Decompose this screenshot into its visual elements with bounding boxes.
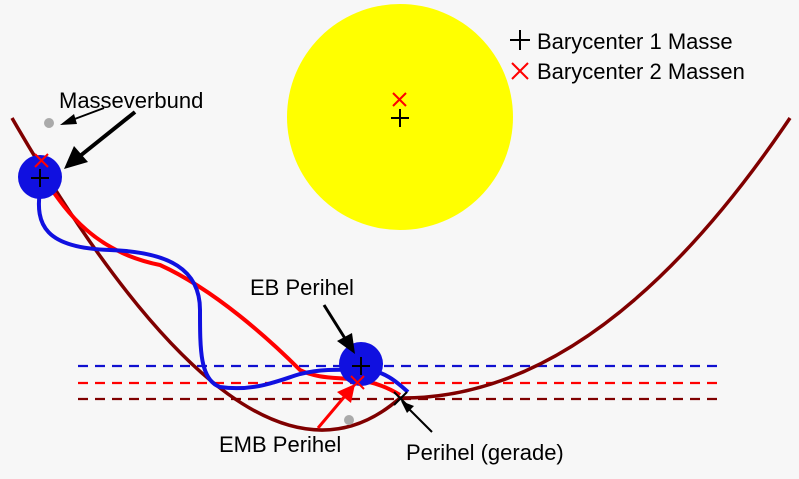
earth-perihel-barycenter-one-mass-icon xyxy=(352,357,370,375)
perihel-straight-arrow xyxy=(401,401,433,433)
legend-x-icon xyxy=(511,62,529,80)
masseverbund-label: Masseverbund xyxy=(59,88,203,113)
eb-perihel-arrow xyxy=(322,304,355,354)
perihel-straight-label: Perihel (gerade) xyxy=(406,440,564,465)
legend-two-masses-label: Barycenter 2 Massen xyxy=(537,59,745,84)
earth-start-barycenter-two-masses-icon xyxy=(34,153,49,168)
legend: Barycenter 1 Masse Barycenter 2 Massen xyxy=(510,29,745,84)
sun-barycenter-two-masses-icon xyxy=(392,92,407,107)
earth-start-barycenter-one-mass-icon xyxy=(31,169,49,187)
moon-perihel xyxy=(344,415,354,425)
masseverbund-thin-arrow xyxy=(60,107,105,125)
legend-plus-icon xyxy=(510,30,530,50)
sun-barycenter-one-mass-icon xyxy=(391,109,409,127)
eb-perihel-label: EB Perihel xyxy=(250,275,354,300)
emb-perihel-label: EMB Perihel xyxy=(219,432,341,457)
moon-start xyxy=(44,118,54,128)
legend-one-mass-label: Barycenter 1 Masse xyxy=(537,29,733,54)
masseverbund-thick-arrow xyxy=(64,110,137,169)
emb-perihel-arrow xyxy=(316,384,355,429)
emb-path xyxy=(36,168,402,397)
